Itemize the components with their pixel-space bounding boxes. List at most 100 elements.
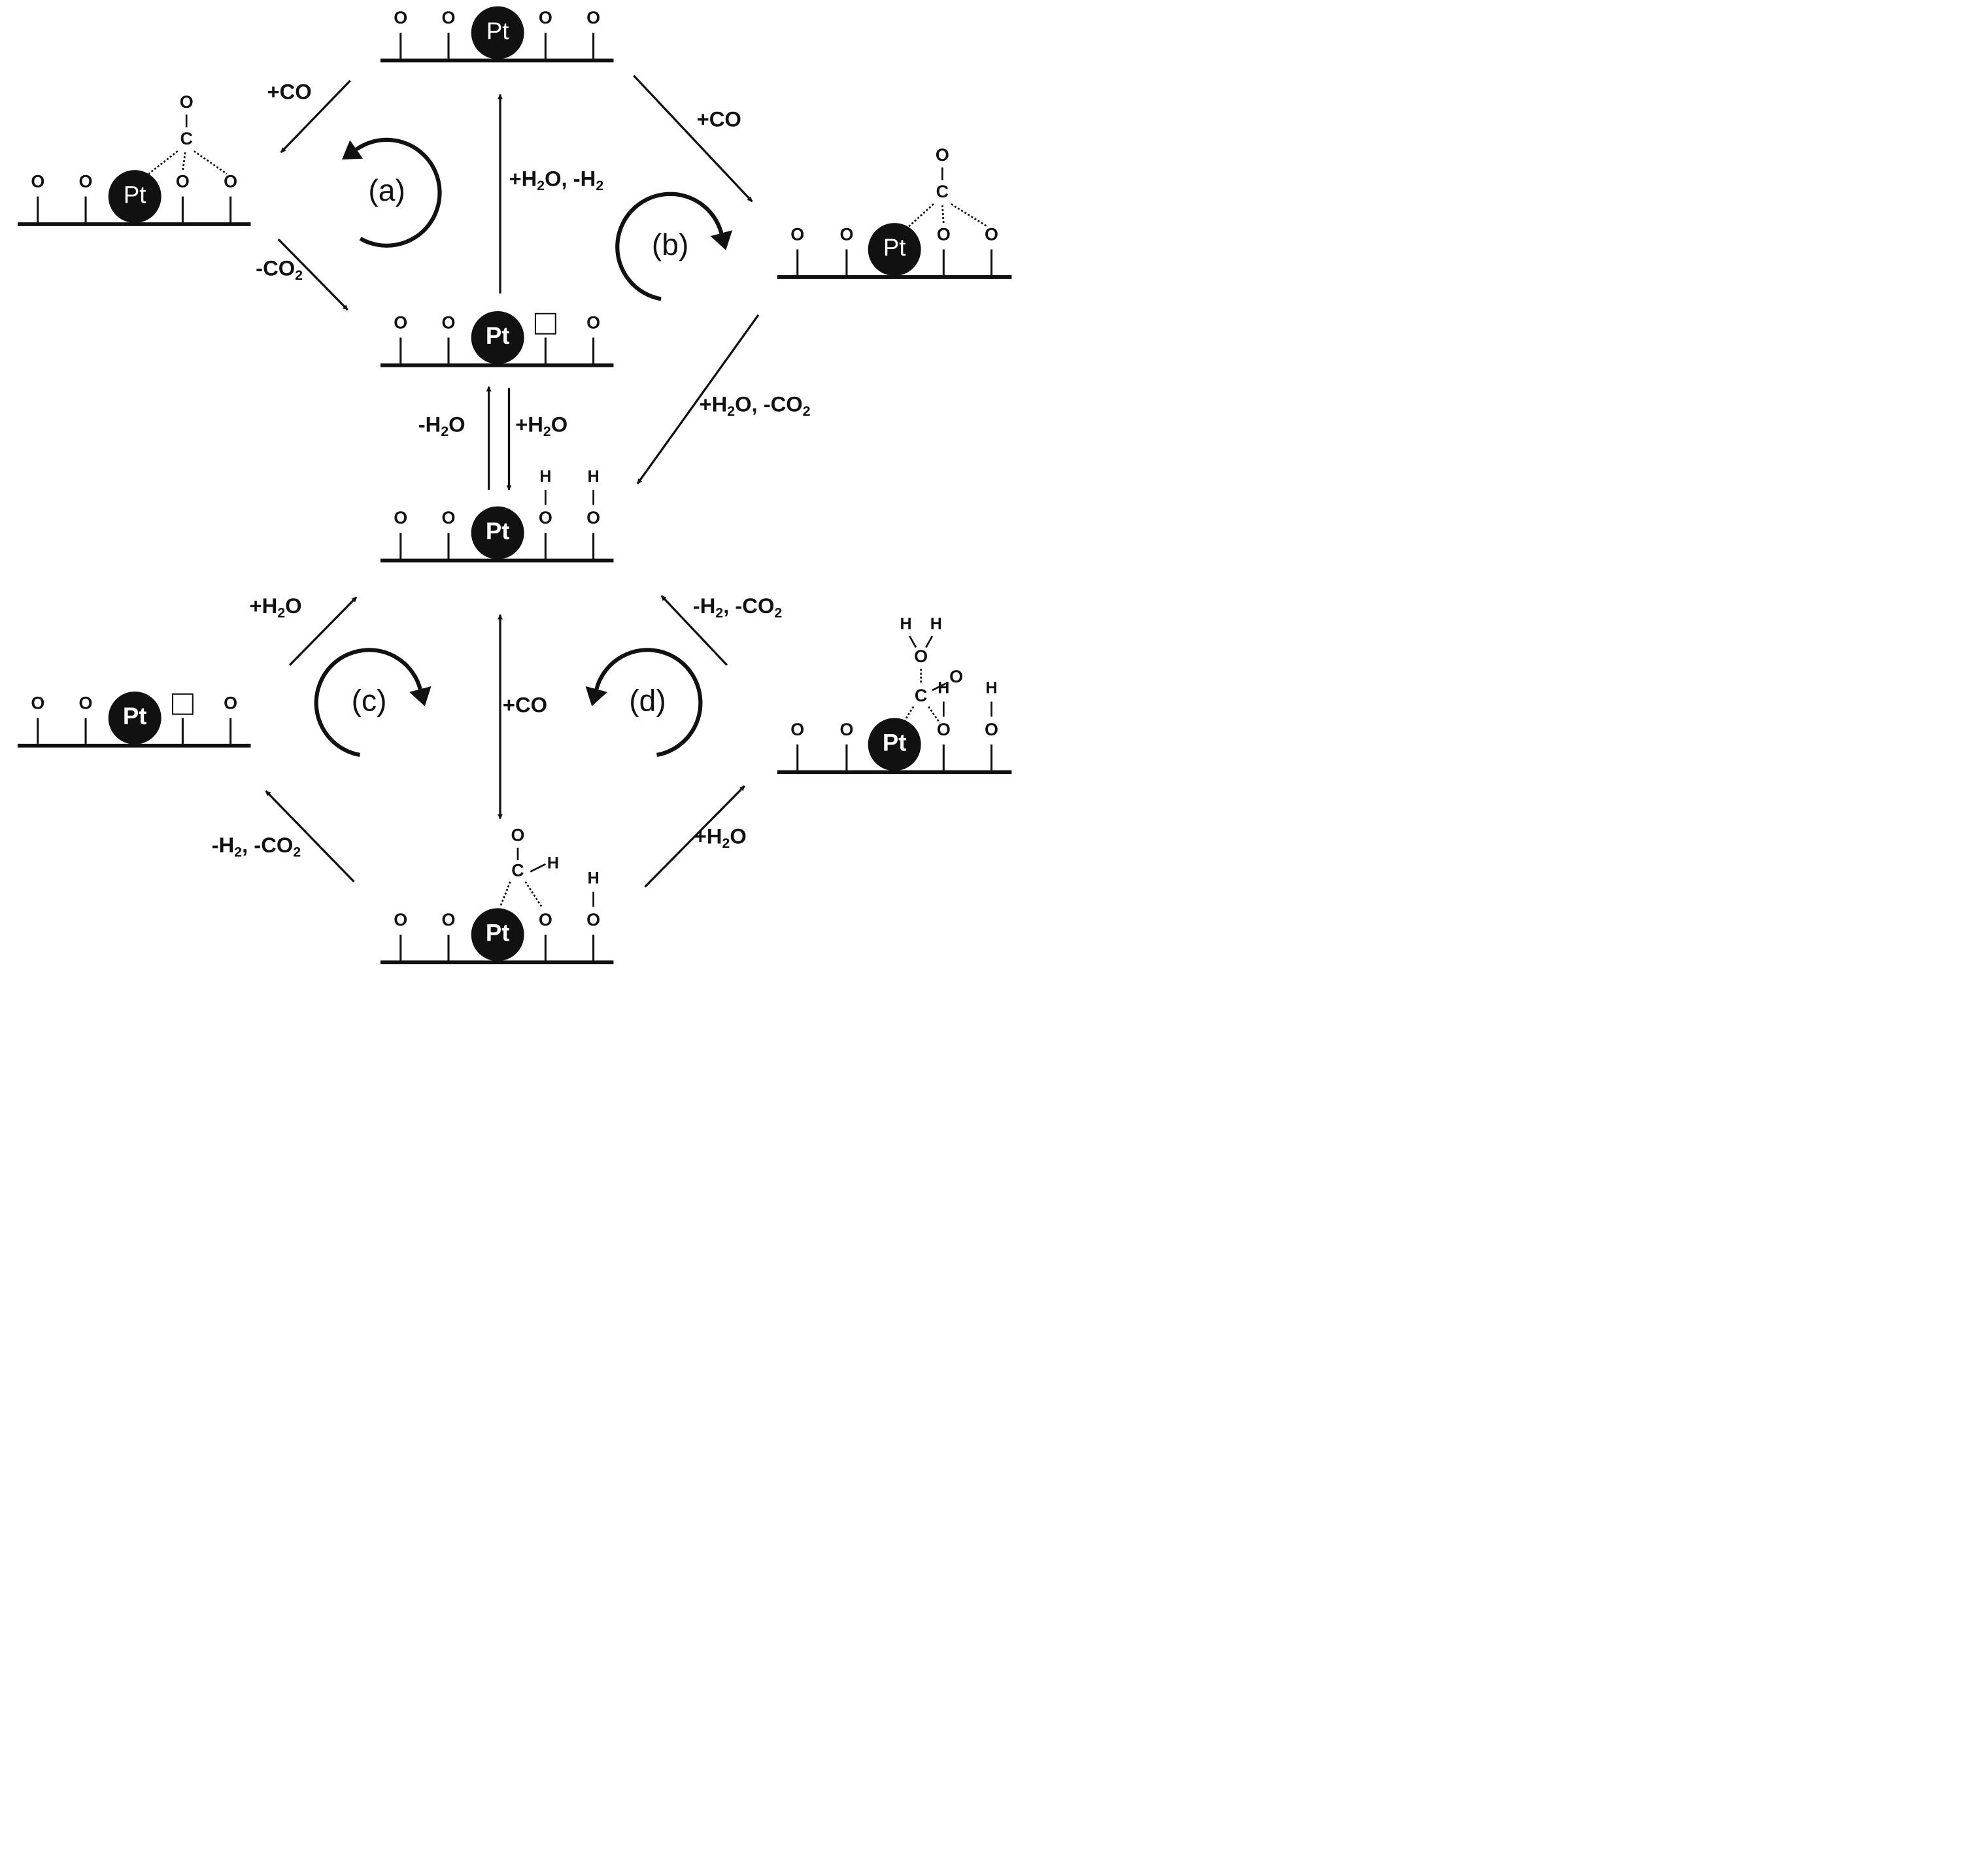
oxygen-atom: O [586,8,600,27]
cycle-b: (b) [615,192,733,301]
oxygen-atom: O [985,720,998,739]
arrow-br-to-hydroxyl [660,595,728,666]
subscript: 2 [293,845,301,860]
hydrogen-atom: H [986,679,998,697]
oxygen-atom: O [839,720,853,739]
hydrogen-atom: H [588,869,600,888]
hydrogen-atom: H [547,854,559,873]
reaction-label-formate_to_bl: -H2, -CO2 [212,833,301,860]
pt-label: Pt [124,181,146,208]
cycle-arrowhead [585,686,608,707]
dotted-bond [499,881,511,907]
oxygen-atom: O [586,508,600,528]
dotted-bond [951,203,989,228]
pt-atom [108,170,161,224]
oxygen-atom: O [224,693,237,712]
cycle-c: (c) [314,648,431,758]
oxygen-atom: O [839,224,853,244]
cycle-label: (a) [368,173,405,207]
oxygen-atom: O [394,910,407,930]
dotted-bond [928,706,941,724]
dotted-bond [941,205,945,225]
cycle-arrowhead [409,686,431,707]
oxygen-atom: O [79,172,93,192]
hydrogen-atom: H [900,614,911,633]
subscript: 2 [543,424,551,439]
cycle-arc [594,648,703,758]
cycle-d: (d) [585,648,703,758]
pt-label: Pt [486,920,510,946]
reaction-label-bl_to_hydroxyl: +H2O [250,593,302,620]
oxygen-atom: O [790,720,804,739]
pt-atom [471,506,524,560]
oxygen-atom: O [539,8,552,27]
label-text: O [285,593,301,617]
oxygen-atom: O [394,508,407,528]
cycle-a: (a) [342,137,442,248]
oxygen-atom: O [539,508,552,528]
pt-atom [108,691,161,745]
label-text: -CO [256,256,295,280]
reaction-label-center_to_hydroxyl: +H2O [515,412,567,439]
reaction-label-formate_to_br: +H2O [694,824,747,851]
pt-label: Pt [123,703,147,729]
oxygen-atom: O [394,8,407,27]
cycle-arc [314,648,422,758]
label-text: -H [212,833,235,857]
dotted-bond [148,150,178,175]
label-text: +H [250,593,278,617]
oh-bond [925,635,934,648]
subscript: 2 [722,836,730,851]
arrow-top-to-right-co [633,75,753,203]
oxygen-atom: O [539,910,552,930]
oxygen-atom: O [31,172,44,192]
cycle-label: (b) [652,227,689,261]
hydrogen-atom: H [930,614,942,633]
oxygen-atom: O [442,910,456,930]
oxygen-atom: O [586,910,600,930]
oxygen-atom: O [79,693,93,712]
cycle-arc [355,137,442,248]
pt-atom [471,908,524,962]
oxygen-atom: O [224,172,237,192]
dotted-bond [182,152,186,172]
carbon-atom: C [180,129,192,148]
label-text: O, -H [545,166,596,190]
cycle-arc [615,192,724,301]
oxygen-atom: O [937,224,951,244]
cycle-arrowhead [710,230,733,250]
arrow-right-to-hydroxyl [636,314,760,484]
carbon-atom: C [511,861,524,880]
hydrogen-atom: H [938,679,949,697]
cycle-label: (d) [629,683,666,717]
pt-atom [471,310,524,364]
oxygen-atom: O [949,667,963,686]
carbon-atom: C [936,182,949,201]
subscript: 2 [537,178,545,193]
arrow-formate-to-bl [265,790,355,883]
pt-label: Pt [486,518,510,544]
pt-label: Pt [486,18,509,44]
arrow-formate-to-br [644,785,746,888]
label-text: O, -CO [735,392,803,416]
oxygen-atom: O [511,826,525,845]
subscript: 2 [774,605,782,620]
subscript: 2 [234,845,242,860]
label-text: , -CO [723,593,774,617]
ch-bond [530,863,546,873]
reaction-label-center_to_top: +H2O, -H2 [509,166,604,193]
cycle-arrowhead [342,140,364,160]
hydrogen-atom: H [588,467,600,486]
reaction-label-br_to_hydroxyl: -H2, -CO2 [693,593,782,620]
dotted-bond [193,150,228,175]
arrow-bl-to-hydroxyl [289,596,358,666]
label-text: , -CO [242,833,293,857]
dotted-bond [906,203,934,229]
oxygen-atom: O [180,92,194,112]
oxygen-atom: O [442,8,456,27]
oxygen-atom: O [176,172,190,192]
